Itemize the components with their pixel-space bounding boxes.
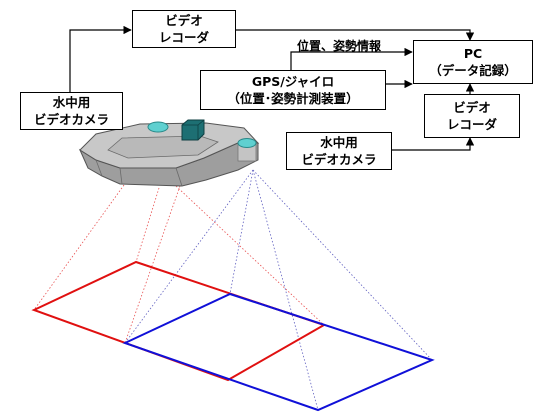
connector-position-attitude [290, 47, 413, 70]
camera-pod-left [147, 121, 169, 133]
connector-right-camera-to-recorder [392, 137, 475, 151]
video-recorder-top-line2: レコーダ [158, 30, 209, 45]
pc-line1: PC [463, 46, 483, 61]
camera-pod-right [237, 138, 257, 162]
gps-gyro-box: GPS/ジャイロ （位置･姿勢計測装置） [200, 70, 386, 110]
video-recorder-right-box: ビデオ レコーダ [424, 94, 520, 138]
connection-lines [69, 25, 475, 151]
connector-recorder-to-pc [236, 29, 475, 41]
video-recorder-right-line2: レコーダ [446, 117, 497, 132]
pc-line2: （データ記録） [429, 63, 517, 78]
red-camera-fov-lines [33, 184, 325, 344]
connector-left-camera-to-recorder [69, 25, 132, 92]
gps-gyro-line2: （位置･姿勢計測装置） [227, 91, 359, 106]
position-attitude-info-label: 位置、姿勢情報 [297, 39, 382, 53]
underwater-camera-left-line1: 水中用 [52, 95, 91, 110]
gps-gyro-unit [181, 119, 205, 141]
blue-camera-footprint [122, 292, 435, 412]
underwater-camera-right-box: 水中用 ビデオカメラ [286, 132, 392, 170]
video-recorder-right-line1: ビデオ [453, 100, 491, 115]
underwater-camera-left-line2: ビデオカメラ [33, 112, 109, 127]
underwater-camera-right-line1: 水中用 [320, 135, 358, 150]
survey-boat [78, 119, 260, 187]
underwater-camera-left-box: 水中用 ビデオカメラ [20, 92, 123, 130]
blue-camera-fov-lines [124, 169, 433, 411]
video-recorder-top-line1: ビデオ [165, 13, 203, 28]
video-recorder-top-box: ビデオ レコーダ [132, 10, 236, 48]
pc-box: PC （データ記録） [413, 40, 533, 84]
underwater-camera-right-line2: ビデオカメラ [301, 152, 377, 167]
gps-gyro-line1: GPS/ジャイロ [251, 74, 335, 89]
